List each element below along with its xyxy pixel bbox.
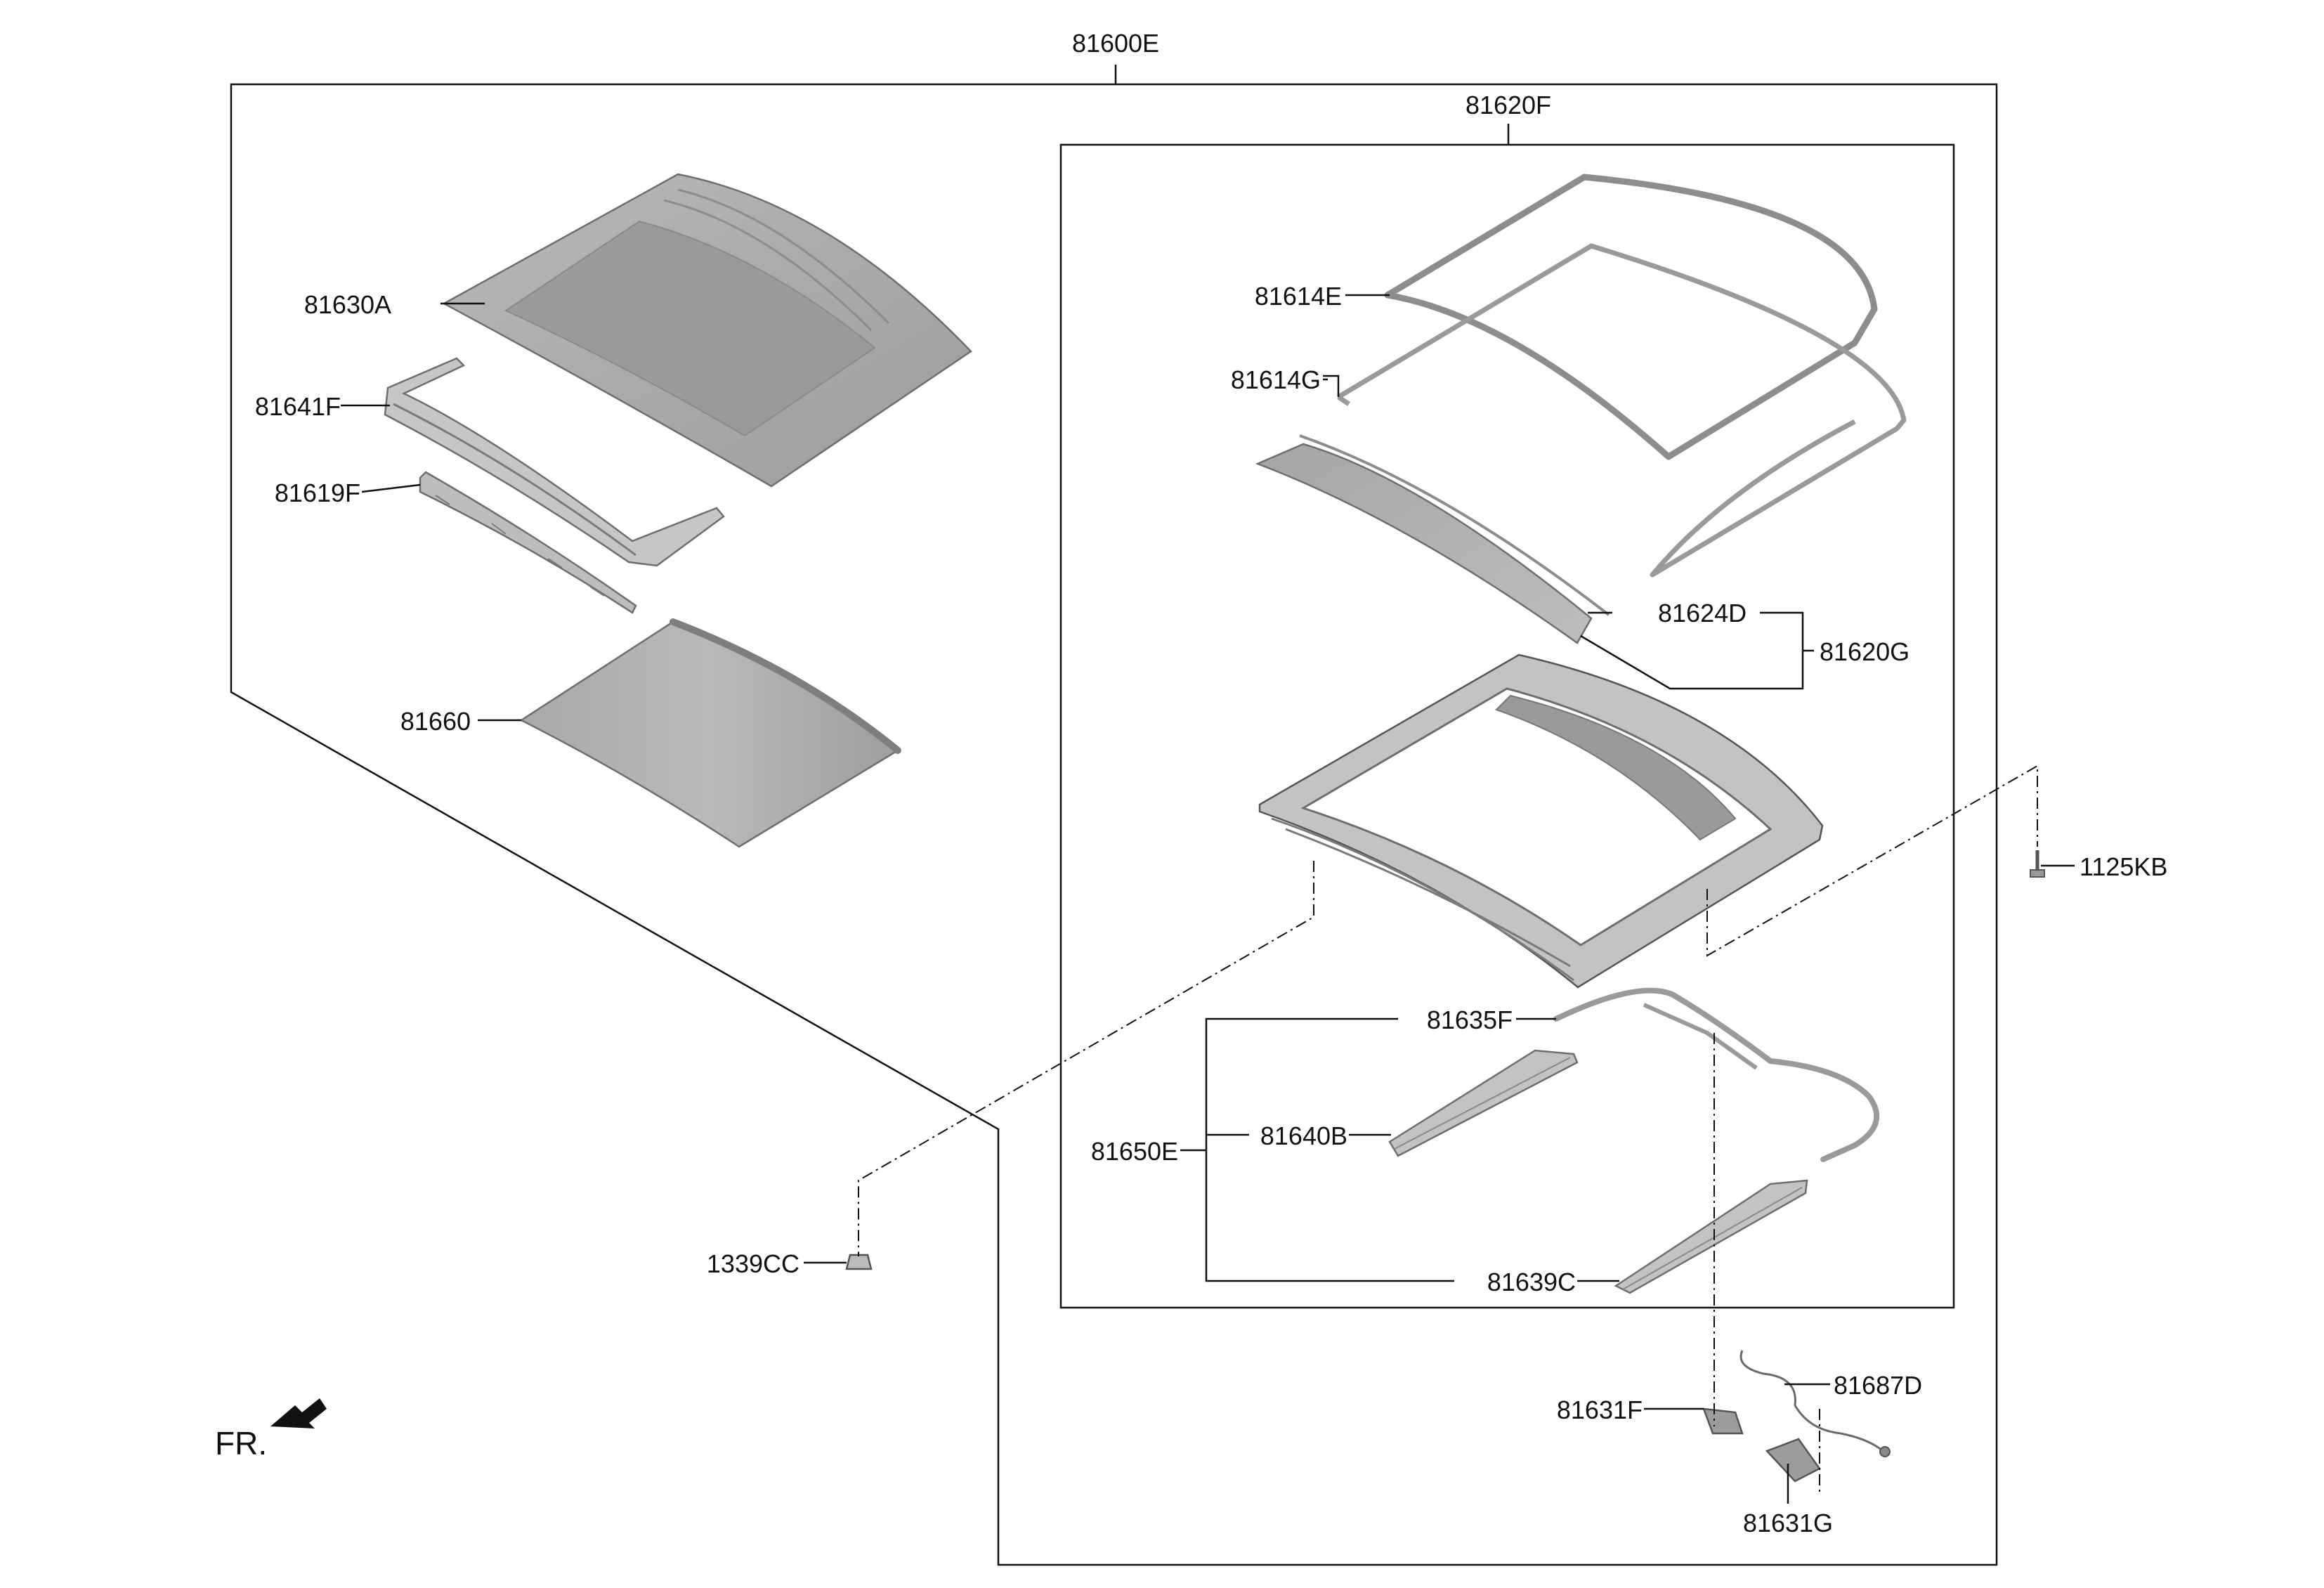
leader-lines [341, 294, 2075, 1504]
center-rail-part [1388, 1049, 1579, 1157]
label-frame-bolt: 1125KB [2080, 852, 2167, 881]
wiring-part [1739, 1350, 1891, 1457]
label-front-bracket: 81619F [275, 479, 360, 507]
label-rail-center: 81640B [1260, 1121, 1347, 1150]
label-drive-cable: 81635F [1427, 1005, 1513, 1034]
label-control-unit: 81631G [1743, 1509, 1833, 1537]
front-deflector-part [384, 357, 725, 567]
control-unit-part [1765, 1438, 1821, 1483]
label-nut: 1339CC [707, 1249, 799, 1278]
label-weatherstrip-inner: 81614G [1231, 365, 1321, 394]
front-direction-label: FR. [215, 1425, 267, 1462]
label-sub-assembly: 81620F [1465, 91, 1551, 119]
front-arrow-icon [270, 1398, 327, 1428]
label-sunshade: 81660 [400, 707, 471, 736]
label-glass-seal: 81624D [1658, 599, 1747, 627]
label-weatherstrip-outer: 81614E [1255, 282, 1342, 311]
sub-assembly-outline [1059, 124, 1955, 1309]
sunshade-part [519, 618, 901, 848]
drive-cable-part [1553, 987, 1880, 1162]
glass-seal-part [1255, 434, 1610, 644]
weatherstrip-inner-part [1337, 243, 1907, 578]
label-rail-rear: 81639C [1487, 1268, 1576, 1296]
label-assembly: 81600E [1072, 29, 1159, 58]
front-bracket-part [419, 471, 637, 614]
rear-rail-part [1614, 1179, 1808, 1294]
label-wiring: 81687D [1834, 1371, 1922, 1400]
label-glass-panel: 81630A [304, 290, 391, 319]
glass-panel-part [442, 173, 972, 488]
label-motor: 81631F [1557, 1395, 1643, 1424]
projection-lines [858, 764, 2038, 1493]
label-front-deflector: 81641F [255, 392, 341, 421]
label-glass-group: 81620G [1820, 637, 1910, 666]
front-direction-indicator: FR. [215, 1398, 327, 1462]
nut-part [845, 1254, 873, 1270]
motor-part [1702, 1407, 1744, 1435]
assembly-outline [230, 65, 1998, 1566]
bolt-part [2030, 850, 2045, 878]
label-rail-assembly: 81650E [1091, 1137, 1178, 1166]
weatherstrip-outer-part [1384, 174, 1878, 460]
sunroof-frame-part [1258, 653, 1824, 989]
